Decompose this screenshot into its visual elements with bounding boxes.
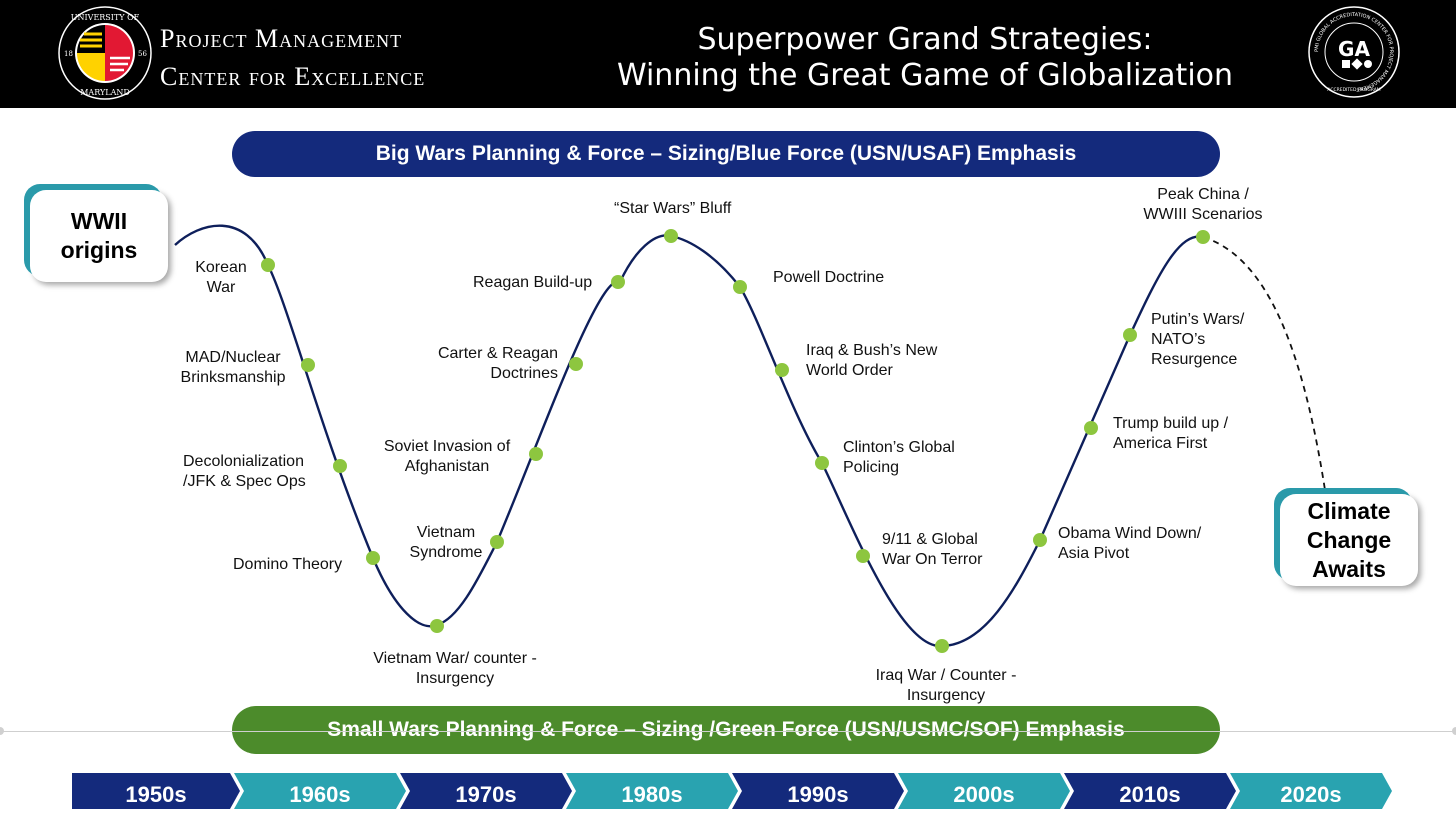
decade-1960s: 1960s bbox=[234, 773, 406, 809]
event-label-reagan-buildup: Reagan Build-up bbox=[473, 274, 593, 291]
seal-top-text: UNIVERSITY OF bbox=[71, 13, 140, 22]
event-label-powell-doctrine: Powell Doctrine bbox=[773, 269, 885, 286]
divider-line bbox=[0, 731, 1456, 732]
small-wars-banner: Small Wars Planning & Force – Sizing /Gr… bbox=[232, 706, 1220, 754]
university-seal-icon: UNIVERSITY OF MARYLAND 18 56 bbox=[58, 6, 152, 100]
event-dot-putin bbox=[1123, 328, 1137, 342]
decade-1970s: 1970s bbox=[400, 773, 572, 809]
callout-start-line1: WWII bbox=[70, 208, 128, 234]
event-label-peak-china: Peak China /WWIII Scenarios bbox=[1143, 186, 1263, 223]
divider-handle-left bbox=[0, 727, 4, 735]
event-label-iraq-war: Iraq War / Counter -Insurgency bbox=[875, 667, 1017, 704]
decade-2010s: 2010s bbox=[1064, 773, 1236, 809]
event-label-trump: Trump build up /America First bbox=[1113, 415, 1229, 452]
event-dot-trump bbox=[1084, 421, 1098, 435]
callout-end-line1: Climate bbox=[1307, 498, 1391, 524]
badge-bottom-text: ACCREDITED PROGRAM bbox=[1327, 87, 1380, 93]
callout-end-line2: Change bbox=[1306, 527, 1392, 553]
title-line1: Superpower Grand Strategies: bbox=[697, 22, 1153, 57]
event-label-domino-theory: Domino Theory bbox=[233, 556, 343, 573]
org-name-line2: Center for Excellence bbox=[160, 62, 426, 91]
event-dot-star-wars bbox=[664, 229, 678, 243]
event-dot-powell-doctrine bbox=[733, 280, 747, 294]
callout-start-line2: origins bbox=[60, 237, 138, 263]
decade-1950s: 1950s bbox=[72, 773, 240, 809]
event-label-obama: Obama Wind Down/Asia Pivot bbox=[1058, 525, 1202, 562]
decade-2000s: 2000s bbox=[898, 773, 1070, 809]
event-label-vietnam-war: Vietnam War/ counter -Insurgency bbox=[373, 650, 537, 687]
seal-year-right: 56 bbox=[138, 50, 147, 58]
org-name-line1: Project Management bbox=[160, 24, 403, 53]
event-dot-soviet-afghanistan bbox=[529, 447, 543, 461]
decade-1990s: 1990s bbox=[732, 773, 904, 809]
event-dot-vietnam-syndrome bbox=[490, 535, 504, 549]
event-dot-reagan-buildup bbox=[611, 275, 625, 289]
event-dot-vietnam-war bbox=[430, 619, 444, 633]
event-dot-domino-theory bbox=[366, 551, 380, 565]
decade-timeline: 1950s 1960s 1970s 1980s 1990s 2000s 2010… bbox=[72, 773, 1392, 809]
event-label-decolonialization: Decolonialization/JFK & Spec Ops bbox=[183, 453, 306, 490]
event-dot-korean-war bbox=[261, 258, 275, 272]
event-dot-iraq-war bbox=[935, 639, 949, 653]
decade-2020s: 2020s bbox=[1230, 773, 1392, 809]
seal-bottom-text: MARYLAND bbox=[80, 88, 130, 97]
header-bar: UNIVERSITY OF MARYLAND 18 56 Project Man… bbox=[0, 0, 1456, 108]
title-line2: Winning the Great Game of Globalization bbox=[616, 58, 1234, 93]
event-label-star-wars: “Star Wars” Bluff bbox=[614, 200, 732, 217]
wwii-origins-callout: WWII origins bbox=[30, 190, 168, 282]
seal-year-left: 18 bbox=[64, 50, 73, 58]
gac-accreditation-icon: PMI GLOBAL ACCREDITATION CENTER FOR PROJ… bbox=[1308, 6, 1400, 98]
decade-1980s: 1980s bbox=[566, 773, 738, 809]
event-dot-mad bbox=[301, 358, 315, 372]
event-dot-iraq-bush bbox=[775, 363, 789, 377]
event-dot-911 bbox=[856, 549, 870, 563]
badge-letters: GA bbox=[1338, 37, 1370, 61]
event-dot-carter-reagan bbox=[569, 357, 583, 371]
event-dot-obama bbox=[1033, 533, 1047, 547]
page-title: Superpower Grand Strategies: Winning the… bbox=[610, 22, 1240, 94]
big-wars-banner: Big Wars Planning & Force – Sizing/Blue … bbox=[232, 131, 1220, 177]
strategy-wave-curve bbox=[174, 224, 1204, 648]
event-dot-peak-china bbox=[1196, 230, 1210, 244]
event-dot-decolonialization bbox=[333, 459, 347, 473]
climate-change-callout: Climate Change Awaits bbox=[1280, 494, 1418, 586]
future-dashed-curve bbox=[1202, 236, 1326, 491]
divider-handle-right bbox=[1452, 727, 1456, 735]
callout-end-line3: Awaits bbox=[1312, 556, 1386, 582]
event-dot-clinton bbox=[815, 456, 829, 470]
